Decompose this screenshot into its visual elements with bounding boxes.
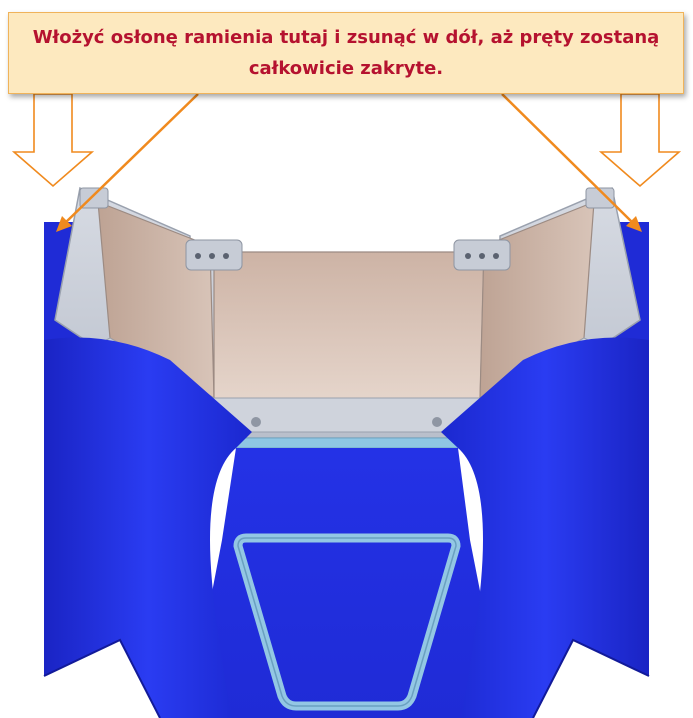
right-clamp-block	[453, 239, 511, 271]
right-arm-guard	[441, 337, 649, 718]
left-guard-edge	[43, 638, 161, 718]
seal-strip	[235, 437, 459, 449]
right-guard-edge	[532, 638, 650, 718]
left-clamp-block	[185, 239, 243, 271]
center-housing	[188, 448, 505, 718]
pointer-arrow-icon	[56, 93, 199, 232]
center-transparent-panel	[213, 251, 485, 405]
right-corner-bracket	[585, 187, 615, 209]
instruction-text: Włożyć osłonę ramienia tutaj i zsunąć w …	[32, 27, 660, 79]
down-block-arrow-icon	[598, 93, 682, 188]
instruction-callout: Włożyć osłonę ramienia tutaj i zsunąć w …	[8, 12, 684, 94]
down-block-arrow-icon	[11, 93, 95, 188]
left-arm-guard	[44, 337, 252, 718]
pointer-arrow-icon	[501, 93, 642, 232]
bar-loop-shade	[237, 537, 457, 707]
